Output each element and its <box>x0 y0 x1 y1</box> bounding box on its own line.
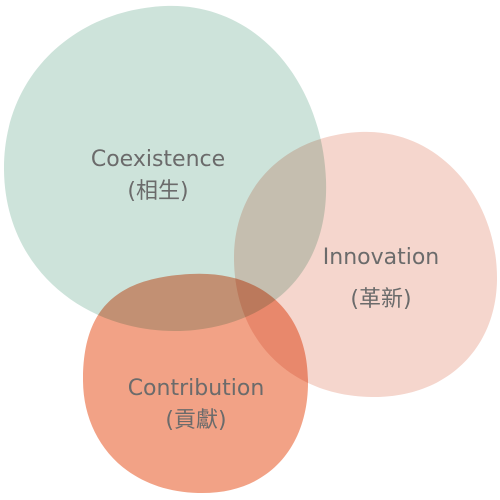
innovation-circle <box>233 131 498 398</box>
contribution-title: Contribution <box>127 376 265 402</box>
coexistence-subtitle: (相生) <box>127 179 189 204</box>
coexistence-label: Coexistence (相生) <box>91 144 225 208</box>
innovation-label: Innovation (革新) <box>323 237 439 321</box>
contribution-subtitle: (貢獻) <box>165 408 227 433</box>
innovation-title: Innovation <box>322 245 440 271</box>
coexistence-title: Coexistence <box>90 147 226 173</box>
contribution-label: Contribution (貢獻) <box>128 373 265 437</box>
innovation-subtitle: (革新) <box>350 287 412 312</box>
contribution-circle <box>83 273 309 494</box>
